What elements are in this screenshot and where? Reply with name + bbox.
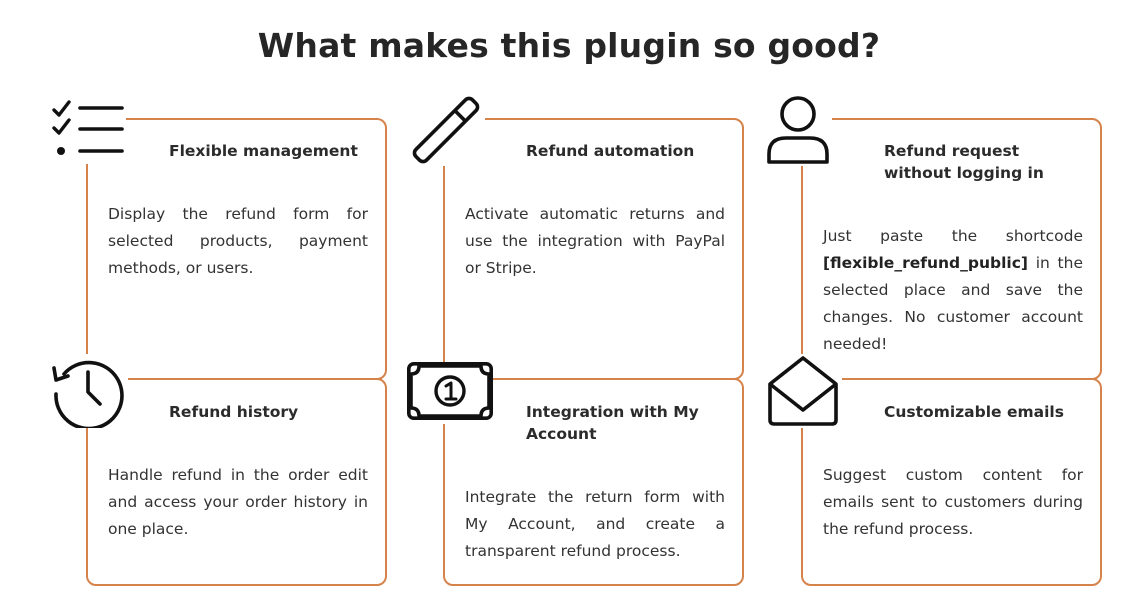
feature-description: Suggest custom content for emails sent t…: [823, 466, 1083, 538]
shortcode-text: [flexible_refund_public]: [823, 254, 1029, 272]
user-icon: [764, 94, 832, 166]
feature-description: Display the refund form for selected pro…: [108, 205, 368, 277]
feature-description: Handle refund in the order edit and acce…: [108, 466, 368, 538]
envelope-icon: [764, 354, 842, 428]
feature-title: Refund request without logging in: [884, 142, 1044, 182]
feature-title: Refund history: [169, 403, 299, 421]
checklist-icon: [50, 98, 126, 160]
feature-card-my-account-integration: Integration with My Account Integrate th…: [441, 376, 744, 586]
pen-icon: [407, 94, 485, 166]
description-text-after: in the selected place and save the chang…: [823, 254, 1083, 353]
feature-description: Just paste the shortcode [flexible_refun…: [823, 223, 1083, 358]
feature-card-refund-request: Refund request without logging in Just p…: [799, 116, 1102, 380]
feature-description: Activate automatic returns and use the i…: [465, 205, 725, 277]
page-title: What makes this plugin so good?: [257, 26, 881, 65]
feature-description: Integrate the return form with My Accoun…: [465, 488, 725, 560]
feature-card-customizable-emails: Customizable emails Suggest custom conte…: [799, 376, 1102, 586]
description-text-before: Just paste the shortcode: [823, 227, 1083, 245]
feature-title: Flexible management: [169, 142, 358, 160]
feature-card-refund-automation: Refund automation Activate automatic ret…: [441, 116, 744, 380]
feature-title: Customizable emails: [884, 403, 1064, 421]
feature-card-flexible-management: Flexible management Display the refund f…: [84, 116, 387, 380]
history-icon: [50, 354, 128, 428]
feature-card-refund-history: Refund history Handle refund in the orde…: [84, 376, 387, 586]
feature-title: Integration with My Account: [526, 403, 699, 443]
money-icon: [407, 362, 493, 420]
feature-title: Refund automation: [526, 142, 695, 160]
